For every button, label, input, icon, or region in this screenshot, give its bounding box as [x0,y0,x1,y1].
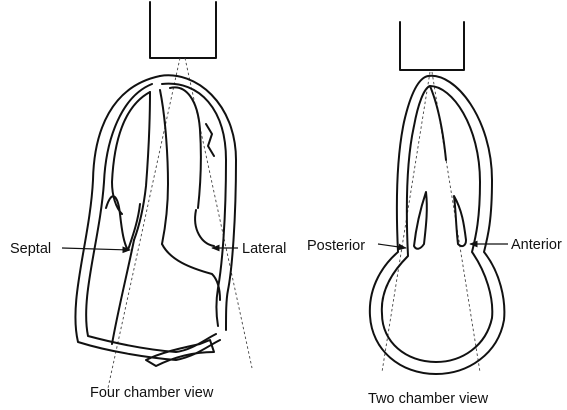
posterior-papillary [414,192,427,249]
heart-inner-wall [86,84,216,352]
two-chamber-caption: Two chamber view [368,391,489,407]
tricuspid-valve [106,196,128,250]
left-ventricle-apex [170,87,201,208]
lateral-label: Lateral [242,241,286,257]
transducer-probe [150,2,216,58]
posterior-label: Posterior [307,238,365,254]
ultrasound-sector [108,58,252,388]
septal-arrow [62,248,130,250]
two-chamber-view: Posterior Anterior Two chamber view [307,22,562,407]
apex-line [430,86,446,160]
interventricular-septum [134,90,168,244]
great-vessel-fragment [146,340,214,366]
heart-inner-wall [382,86,492,362]
four-chamber-view: Septal Lateral Four chamber view [10,2,286,401]
atrial-septum [112,240,134,344]
four-chamber-caption: Four chamber view [90,385,214,401]
left-atrium-wall [162,244,220,300]
lateral-wall-tear [206,124,214,156]
mitral-valve-lateral [195,210,214,246]
heart-outer-wall [370,76,505,374]
septal-label: Septal [10,241,51,257]
anterior-label: Anterior [511,237,562,253]
anterior-papillary [454,196,466,246]
transducer-probe [400,22,464,70]
